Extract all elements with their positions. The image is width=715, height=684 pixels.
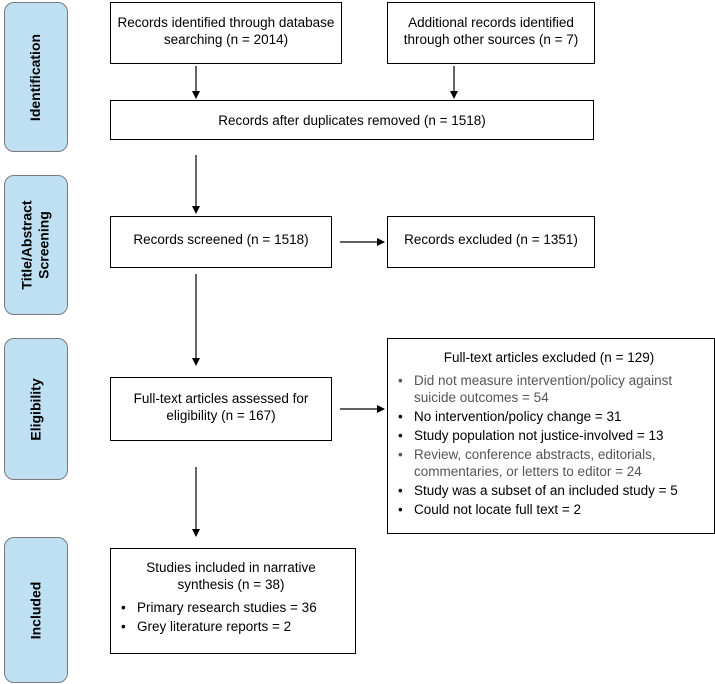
reason-item: Did not measure intervention/policy agai… [392, 372, 706, 406]
other-sources-text: Additional records identified through ot… [403, 15, 579, 47]
stage-included: Included [4, 537, 68, 683]
box-studies-included: Studies included in narrative synthesis … [110, 548, 356, 654]
fulltext-excluded-reasons: Did not measure intervention/policy agai… [392, 372, 706, 518]
reason-item: Study was a subset of an included study … [392, 482, 706, 499]
reason-item: Study population not justice-involved = … [392, 427, 706, 444]
included-item: Primary research studies = 36 [115, 599, 347, 616]
studies-included-items: Primary research studies = 36 Grey liter… [115, 599, 347, 635]
fulltext-excluded-title: Full-text articles excluded (n = 129) [443, 350, 655, 365]
records-excluded-text: Records excluded (n = 1351) [404, 232, 578, 247]
reason-item: No intervention/policy change = 31 [392, 408, 706, 425]
box-after-duplicates: Records after duplicates removed (n = 15… [110, 100, 594, 140]
included-item: Grey literature reports = 2 [115, 618, 347, 635]
box-database-records: Records identified through database sear… [110, 2, 342, 64]
reason-item: Could not locate full text = 2 [392, 501, 706, 518]
stage-identification: Identification [4, 2, 68, 152]
box-fulltext-assessed: Full-text articles assessed for eligibil… [110, 377, 332, 441]
after-duplicates-text: Records after duplicates removed (n = 15… [218, 113, 486, 128]
reason-item: Review, conference abstracts, editorials… [392, 446, 706, 480]
box-records-excluded: Records excluded (n = 1351) [387, 216, 595, 268]
box-fulltext-excluded: Full-text articles excluded (n = 129) Di… [387, 338, 715, 534]
stage-eligibility: Eligibility [4, 338, 68, 480]
records-screened-text: Records screened (n = 1518) [133, 232, 309, 247]
box-records-screened: Records screened (n = 1518) [110, 216, 332, 268]
fulltext-assessed-text: Full-text articles assessed for eligibil… [133, 391, 309, 423]
stage-screening: Title/Abstract Screening [4, 175, 68, 315]
box-other-sources: Additional records identified through ot… [387, 2, 595, 64]
studies-included-title: Studies included in narrative synthesis … [146, 560, 316, 592]
database-records-text: Records identified through database sear… [117, 15, 335, 47]
